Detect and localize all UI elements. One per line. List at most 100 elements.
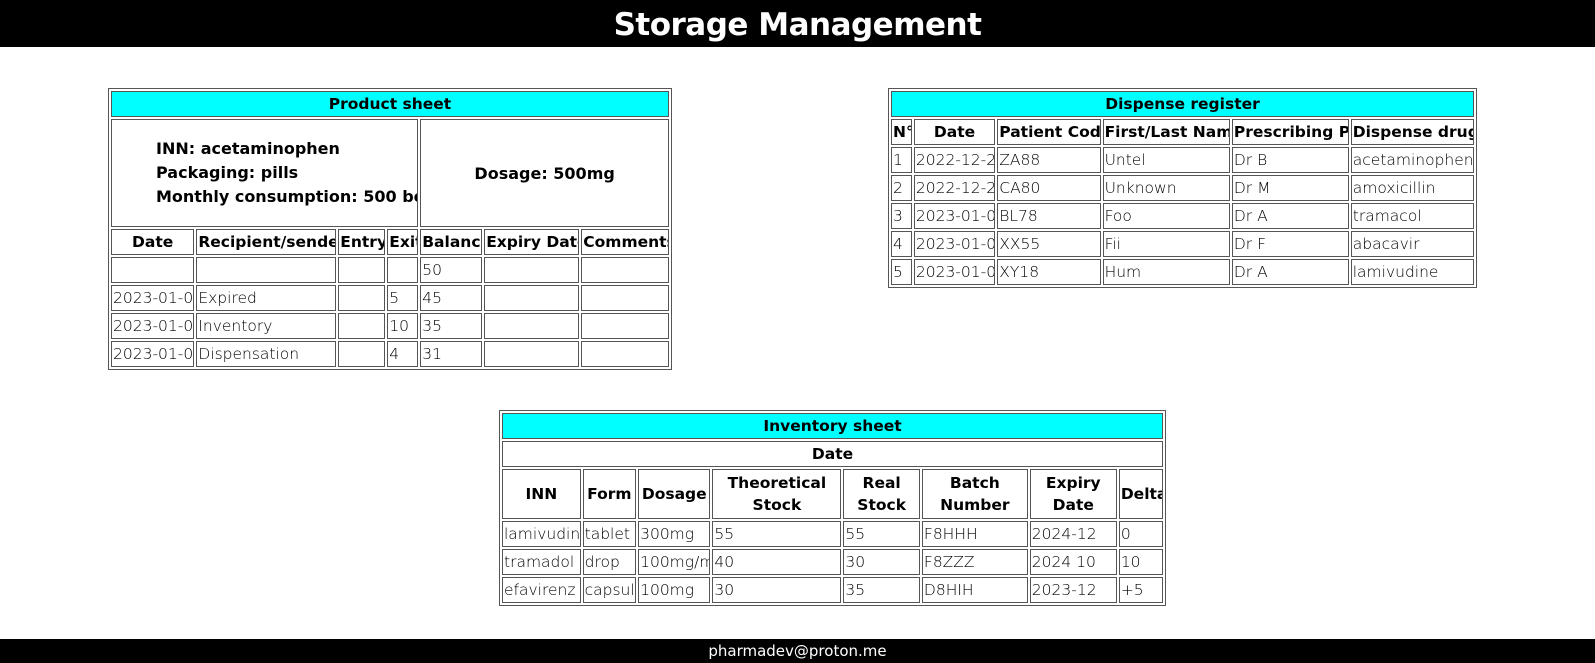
table-cell: Dr F xyxy=(1231,231,1349,257)
table-cell: CA80 xyxy=(997,175,1101,201)
table-cell: 100mg/ml xyxy=(638,549,711,575)
dispense-header-row: N° Date Patient Code First/Last Name Pre… xyxy=(891,119,1474,145)
table-cell: 2024-12 xyxy=(1029,521,1117,547)
column-header: N° xyxy=(891,119,912,145)
product-dosage: Dosage: 500mg xyxy=(420,119,669,227)
table-cell: 100mg xyxy=(638,577,711,603)
table-cell: Fii xyxy=(1102,231,1230,257)
table-cell xyxy=(338,341,386,367)
table-cell: abacavir xyxy=(1350,231,1474,257)
table-cell: ZA88 xyxy=(997,147,1101,173)
table-row: 50 xyxy=(111,257,669,283)
column-header: First/Last Name xyxy=(1102,119,1230,145)
table-cell: 2023-01-02 xyxy=(913,231,996,257)
table-cell: Dr A xyxy=(1231,259,1349,285)
table-cell xyxy=(581,313,669,339)
table-cell xyxy=(484,341,580,367)
product-inn: INN: acetaminophen xyxy=(156,139,340,158)
table-cell xyxy=(338,285,386,311)
table-cell: tablet xyxy=(582,521,637,547)
column-header: Dispense drugs xyxy=(1350,119,1474,145)
table-cell xyxy=(581,341,669,367)
table-cell: 35 xyxy=(843,577,920,603)
table-cell: 2022-12-28 xyxy=(913,175,996,201)
column-header: INN xyxy=(502,469,581,519)
table-cell: XX55 xyxy=(997,231,1101,257)
product-info-cell: INN: acetaminophen Packaging: pills Mont… xyxy=(111,119,419,227)
product-sheet-table: Product sheet INN: acetaminophen Packagi… xyxy=(108,88,672,370)
column-header: Real Stock xyxy=(843,469,920,519)
table-cell: capsule xyxy=(582,577,637,603)
table-row: 2023-01-05 Inventory 10 35 xyxy=(111,313,669,339)
column-header: Patient Code xyxy=(997,119,1101,145)
column-header: Comments xyxy=(581,229,669,255)
column-header: Delta xyxy=(1118,469,1163,519)
table-cell xyxy=(484,313,580,339)
table-cell: amoxicillin xyxy=(1350,175,1474,201)
table-cell: BL78 xyxy=(997,203,1101,229)
table-cell: Hum xyxy=(1102,259,1230,285)
column-header: Recipient/sender xyxy=(196,229,337,255)
table-cell xyxy=(484,257,580,283)
column-header: Batch Number xyxy=(921,469,1028,519)
table-cell: Expired xyxy=(196,285,337,311)
table-cell: +5 xyxy=(1118,577,1163,603)
table-cell: 1 xyxy=(891,147,912,173)
table-cell: D8HIH xyxy=(921,577,1028,603)
table-cell: 2024 10 xyxy=(1029,549,1117,575)
column-header: Date xyxy=(111,229,195,255)
table-cell: 45 xyxy=(420,285,483,311)
product-header-row: Date Recipient/sender Entry Exit Balance… xyxy=(111,229,669,255)
table-row: 1 2022-12-24 ZA88 Untel Dr B acetaminoph… xyxy=(891,147,1474,173)
table-cell: Foo xyxy=(1102,203,1230,229)
column-header: Entry xyxy=(338,229,386,255)
table-cell: 55 xyxy=(712,521,842,547)
product-sheet-caption: Product sheet xyxy=(111,91,669,117)
column-header: Expiry Date xyxy=(1029,469,1117,519)
table-cell xyxy=(196,257,337,283)
table-cell: 2022-12-24 xyxy=(913,147,996,173)
table-cell: F8HHH xyxy=(921,521,1028,547)
table-cell: 5 xyxy=(891,259,912,285)
column-header: Expiry Date xyxy=(484,229,580,255)
table-cell: 2023-01-03 xyxy=(913,259,996,285)
table-cell: Untel xyxy=(1102,147,1230,173)
table-cell: Dispensation xyxy=(196,341,337,367)
table-cell: 30 xyxy=(712,577,842,603)
table-cell: drop xyxy=(582,549,637,575)
table-cell xyxy=(338,257,386,283)
table-cell: 0 xyxy=(1118,521,1163,547)
table-row: 2023-01-06 Dispensation 4 31 xyxy=(111,341,669,367)
table-cell: 4 xyxy=(891,231,912,257)
table-row: efavirenz capsule 100mg 30 35 D8HIH 2023… xyxy=(502,577,1163,603)
column-header: Prescribing Ph xyxy=(1231,119,1349,145)
table-cell xyxy=(484,285,580,311)
table-cell xyxy=(111,257,195,283)
column-header: Date xyxy=(913,119,996,145)
table-cell: Unknown xyxy=(1102,175,1230,201)
table-cell: 31 xyxy=(420,341,483,367)
page-title: Storage Management xyxy=(0,0,1595,47)
table-cell: 10 xyxy=(1118,549,1163,575)
table-row: 5 2023-01-03 XY18 Hum Dr A lamivudine xyxy=(891,259,1474,285)
column-header: Theoretical Stock xyxy=(712,469,842,519)
column-header: Balance xyxy=(420,229,483,255)
table-cell: 3 xyxy=(891,203,912,229)
column-header: Dosage xyxy=(638,469,711,519)
table-cell xyxy=(581,285,669,311)
table-cell: 2023-01-01 xyxy=(111,285,195,311)
table-cell: lamivudine xyxy=(1350,259,1474,285)
table-row: 4 2023-01-02 XX55 Fii Dr F abacavir xyxy=(891,231,1474,257)
table-row: 3 2023-01-01 BL78 Foo Dr A tramacol xyxy=(891,203,1474,229)
table-cell: 2023-12 xyxy=(1029,577,1117,603)
table-cell: 50 xyxy=(420,257,483,283)
product-packaging: Packaging: pills xyxy=(156,163,299,182)
table-cell: 2 xyxy=(891,175,912,201)
table-cell xyxy=(581,257,669,283)
product-consumption: Monthly consumption: 500 boxes xyxy=(156,187,417,206)
table-cell: 35 xyxy=(420,313,483,339)
table-cell: Dr B xyxy=(1231,147,1349,173)
table-cell: efavirenz xyxy=(502,577,581,603)
dispense-register-table: Dispense register N° Date Patient Code F… xyxy=(888,88,1477,288)
table-cell: 10 xyxy=(387,313,419,339)
